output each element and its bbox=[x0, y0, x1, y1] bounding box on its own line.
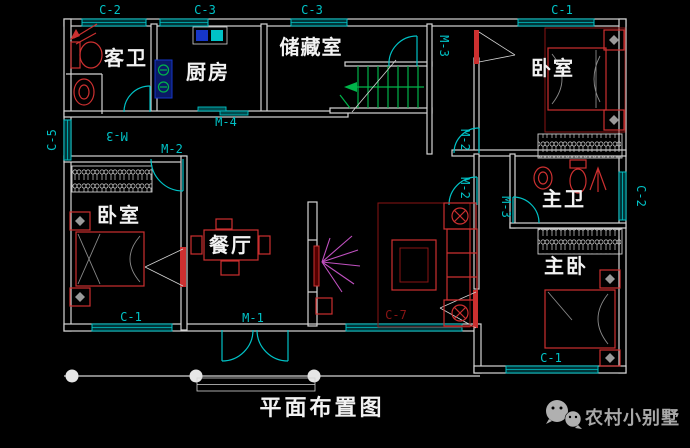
watermark-label: 农村小别墅 bbox=[584, 407, 680, 429]
window-c2-right bbox=[618, 171, 627, 221]
shower-symbol-master-bath bbox=[589, 166, 607, 192]
door-swing-guest-bath bbox=[123, 85, 151, 113]
porch-column bbox=[65, 369, 79, 383]
window-c1-bottom-left bbox=[91, 323, 173, 332]
door-label-m3-guest-bath: M-3 bbox=[106, 129, 128, 143]
window-label-c5-left: C-5 bbox=[45, 129, 59, 151]
sink-symbol-guest-bath bbox=[66, 73, 103, 114]
plant-symbol bbox=[321, 235, 361, 293]
toilet-symbol-guest-bath bbox=[70, 41, 103, 69]
window-label-c2-right: C-2 bbox=[634, 185, 648, 207]
wardrobe-master-bedroom bbox=[537, 228, 623, 255]
door-bedroom-left-side bbox=[144, 247, 186, 287]
room-label-master-bath: 主卫 bbox=[542, 187, 586, 211]
window-label-c3-top-left: C-3 bbox=[194, 3, 216, 17]
door-label-m4-kitchen: M-4 bbox=[215, 115, 237, 129]
door-master-bedroom bbox=[439, 290, 478, 329]
room-label-bedroom-left: 卧室 bbox=[97, 203, 141, 227]
porch-column bbox=[189, 369, 203, 383]
stove-symbol bbox=[154, 59, 173, 99]
door-label-m3-master-bath: M-3 bbox=[499, 196, 513, 218]
room-label-storage: 储藏室 bbox=[280, 35, 343, 59]
sink-symbol-master-bath bbox=[533, 166, 553, 190]
room-label-master-bedroom: 主卧 bbox=[544, 254, 588, 278]
door-label-m2-hall-upper: M-2 bbox=[458, 129, 472, 151]
window-c1-top bbox=[517, 18, 595, 27]
toilet-symbol-master-bath bbox=[569, 159, 587, 194]
porch bbox=[64, 369, 480, 392]
window-c2-top bbox=[81, 18, 147, 27]
window-label-c1-top: C-1 bbox=[551, 3, 573, 17]
door-label-m2-hall-lower: M-2 bbox=[458, 177, 472, 199]
door-swing-m1-entrance bbox=[221, 329, 289, 362]
tv-partition bbox=[307, 201, 333, 327]
window-c1-bottom-right bbox=[505, 365, 599, 374]
door-swing-master-bath bbox=[512, 196, 540, 224]
door-swing-bedroom-left-top bbox=[150, 158, 184, 192]
coffee-table-symbol bbox=[391, 239, 437, 291]
window-c3-top-right bbox=[290, 18, 348, 27]
window-label-c1-bottom-left: C-1 bbox=[120, 310, 142, 324]
window-label-c2-top: C-2 bbox=[99, 3, 121, 17]
watermark: 农村小别墅 bbox=[546, 400, 680, 429]
window-c3-top-left bbox=[159, 18, 209, 27]
sofa-symbol bbox=[377, 202, 478, 328]
bed-symbol-bedroom-left bbox=[69, 211, 145, 307]
wardrobe-bedroom-left bbox=[71, 165, 153, 193]
room-label-kitchen: 厨房 bbox=[186, 60, 230, 84]
door-swing-hall-upper bbox=[453, 127, 480, 154]
room-label-bedroom-top: 卧室 bbox=[531, 56, 575, 80]
porch-column bbox=[307, 369, 321, 383]
wardrobe-bedroom-top bbox=[537, 133, 623, 159]
bed-symbol-bedroom-top bbox=[544, 27, 626, 133]
door-label-m3-stair-hall: M-3 bbox=[437, 35, 451, 57]
door-label-m2-bedroom-left: M-2 bbox=[161, 142, 183, 156]
door-label-m1-entrance: M-1 bbox=[242, 311, 264, 325]
entry-steps bbox=[196, 377, 316, 392]
window-label-c1-bottom-right: C-1 bbox=[540, 351, 562, 365]
window-label-c7-living: C-7 bbox=[385, 308, 407, 322]
dining-table-symbol bbox=[190, 218, 271, 276]
bed-symbol-master-bedroom bbox=[544, 269, 621, 367]
door-swing-stair-hall bbox=[388, 35, 418, 67]
window-c5-left bbox=[63, 119, 72, 161]
stairs-symbol bbox=[339, 59, 424, 113]
room-label-dining: 餐厅 bbox=[209, 233, 253, 257]
page-title: 平面布置图 bbox=[259, 395, 384, 421]
room-label-guest-bath: 客卫 bbox=[103, 46, 148, 70]
shower-symbol-guest-bath bbox=[70, 23, 98, 45]
door-bedroom-top-right bbox=[474, 30, 516, 64]
wechat-icon bbox=[546, 400, 582, 429]
door-swing-hall-lower bbox=[448, 176, 478, 206]
door-sliding-m4-kitchen bbox=[197, 106, 249, 116]
window-label-c3-top-right: C-3 bbox=[301, 3, 323, 17]
kitchen-sink-symbol bbox=[192, 26, 228, 45]
